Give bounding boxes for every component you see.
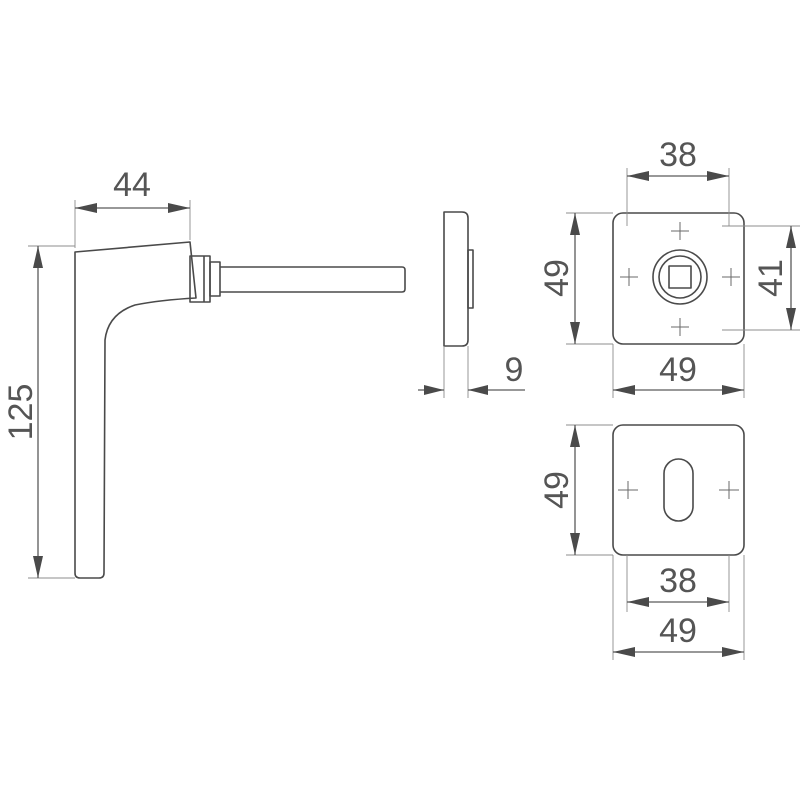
dimension-rose-thickness: 9 [418, 346, 525, 398]
dimension-rose-top-height: 49 [538, 212, 613, 345]
handle-rose-front-view [612, 212, 745, 345]
keyhole-escutcheon-front-view [612, 424, 745, 556]
dim-label-rose-top-width: 49 [659, 351, 697, 389]
dim-label-rose-bottom-height: 49 [538, 471, 576, 509]
dim-label-rose-top-height: 49 [538, 259, 576, 297]
dim-label-handle-reach: 44 [113, 166, 151, 204]
dim-label-rose-top-inner-height: 41 [752, 259, 790, 297]
dimension-rose-bottom-width: 49 [612, 555, 745, 660]
dimension-rose-top-inner-height: 41 [722, 225, 800, 331]
screw-hole-mark [618, 481, 739, 499]
dimension-rose-top-inner-width: 38 [626, 136, 730, 226]
dimension-handle-height: 125 [2, 245, 75, 579]
dim-label-rose-bottom-width: 49 [659, 612, 697, 650]
dim-label-handle-height: 125 [2, 384, 40, 441]
rose-side-view [443, 211, 474, 347]
dim-label-rose-bottom-inner-width: 38 [659, 562, 697, 600]
dimension-rose-bottom-height: 49 [538, 424, 613, 556]
screw-hole-mark [620, 222, 740, 336]
dim-label-rose-thickness: 9 [505, 351, 524, 389]
dimension-handle-reach: 44 [74, 166, 191, 248]
dimension-rose-top-width: 49 [612, 344, 745, 398]
lever-handle [74, 241, 406, 579]
dim-label-rose-top-inner-width: 38 [659, 136, 697, 174]
dimension-rose-bottom-inner-width: 38 [626, 555, 730, 612]
